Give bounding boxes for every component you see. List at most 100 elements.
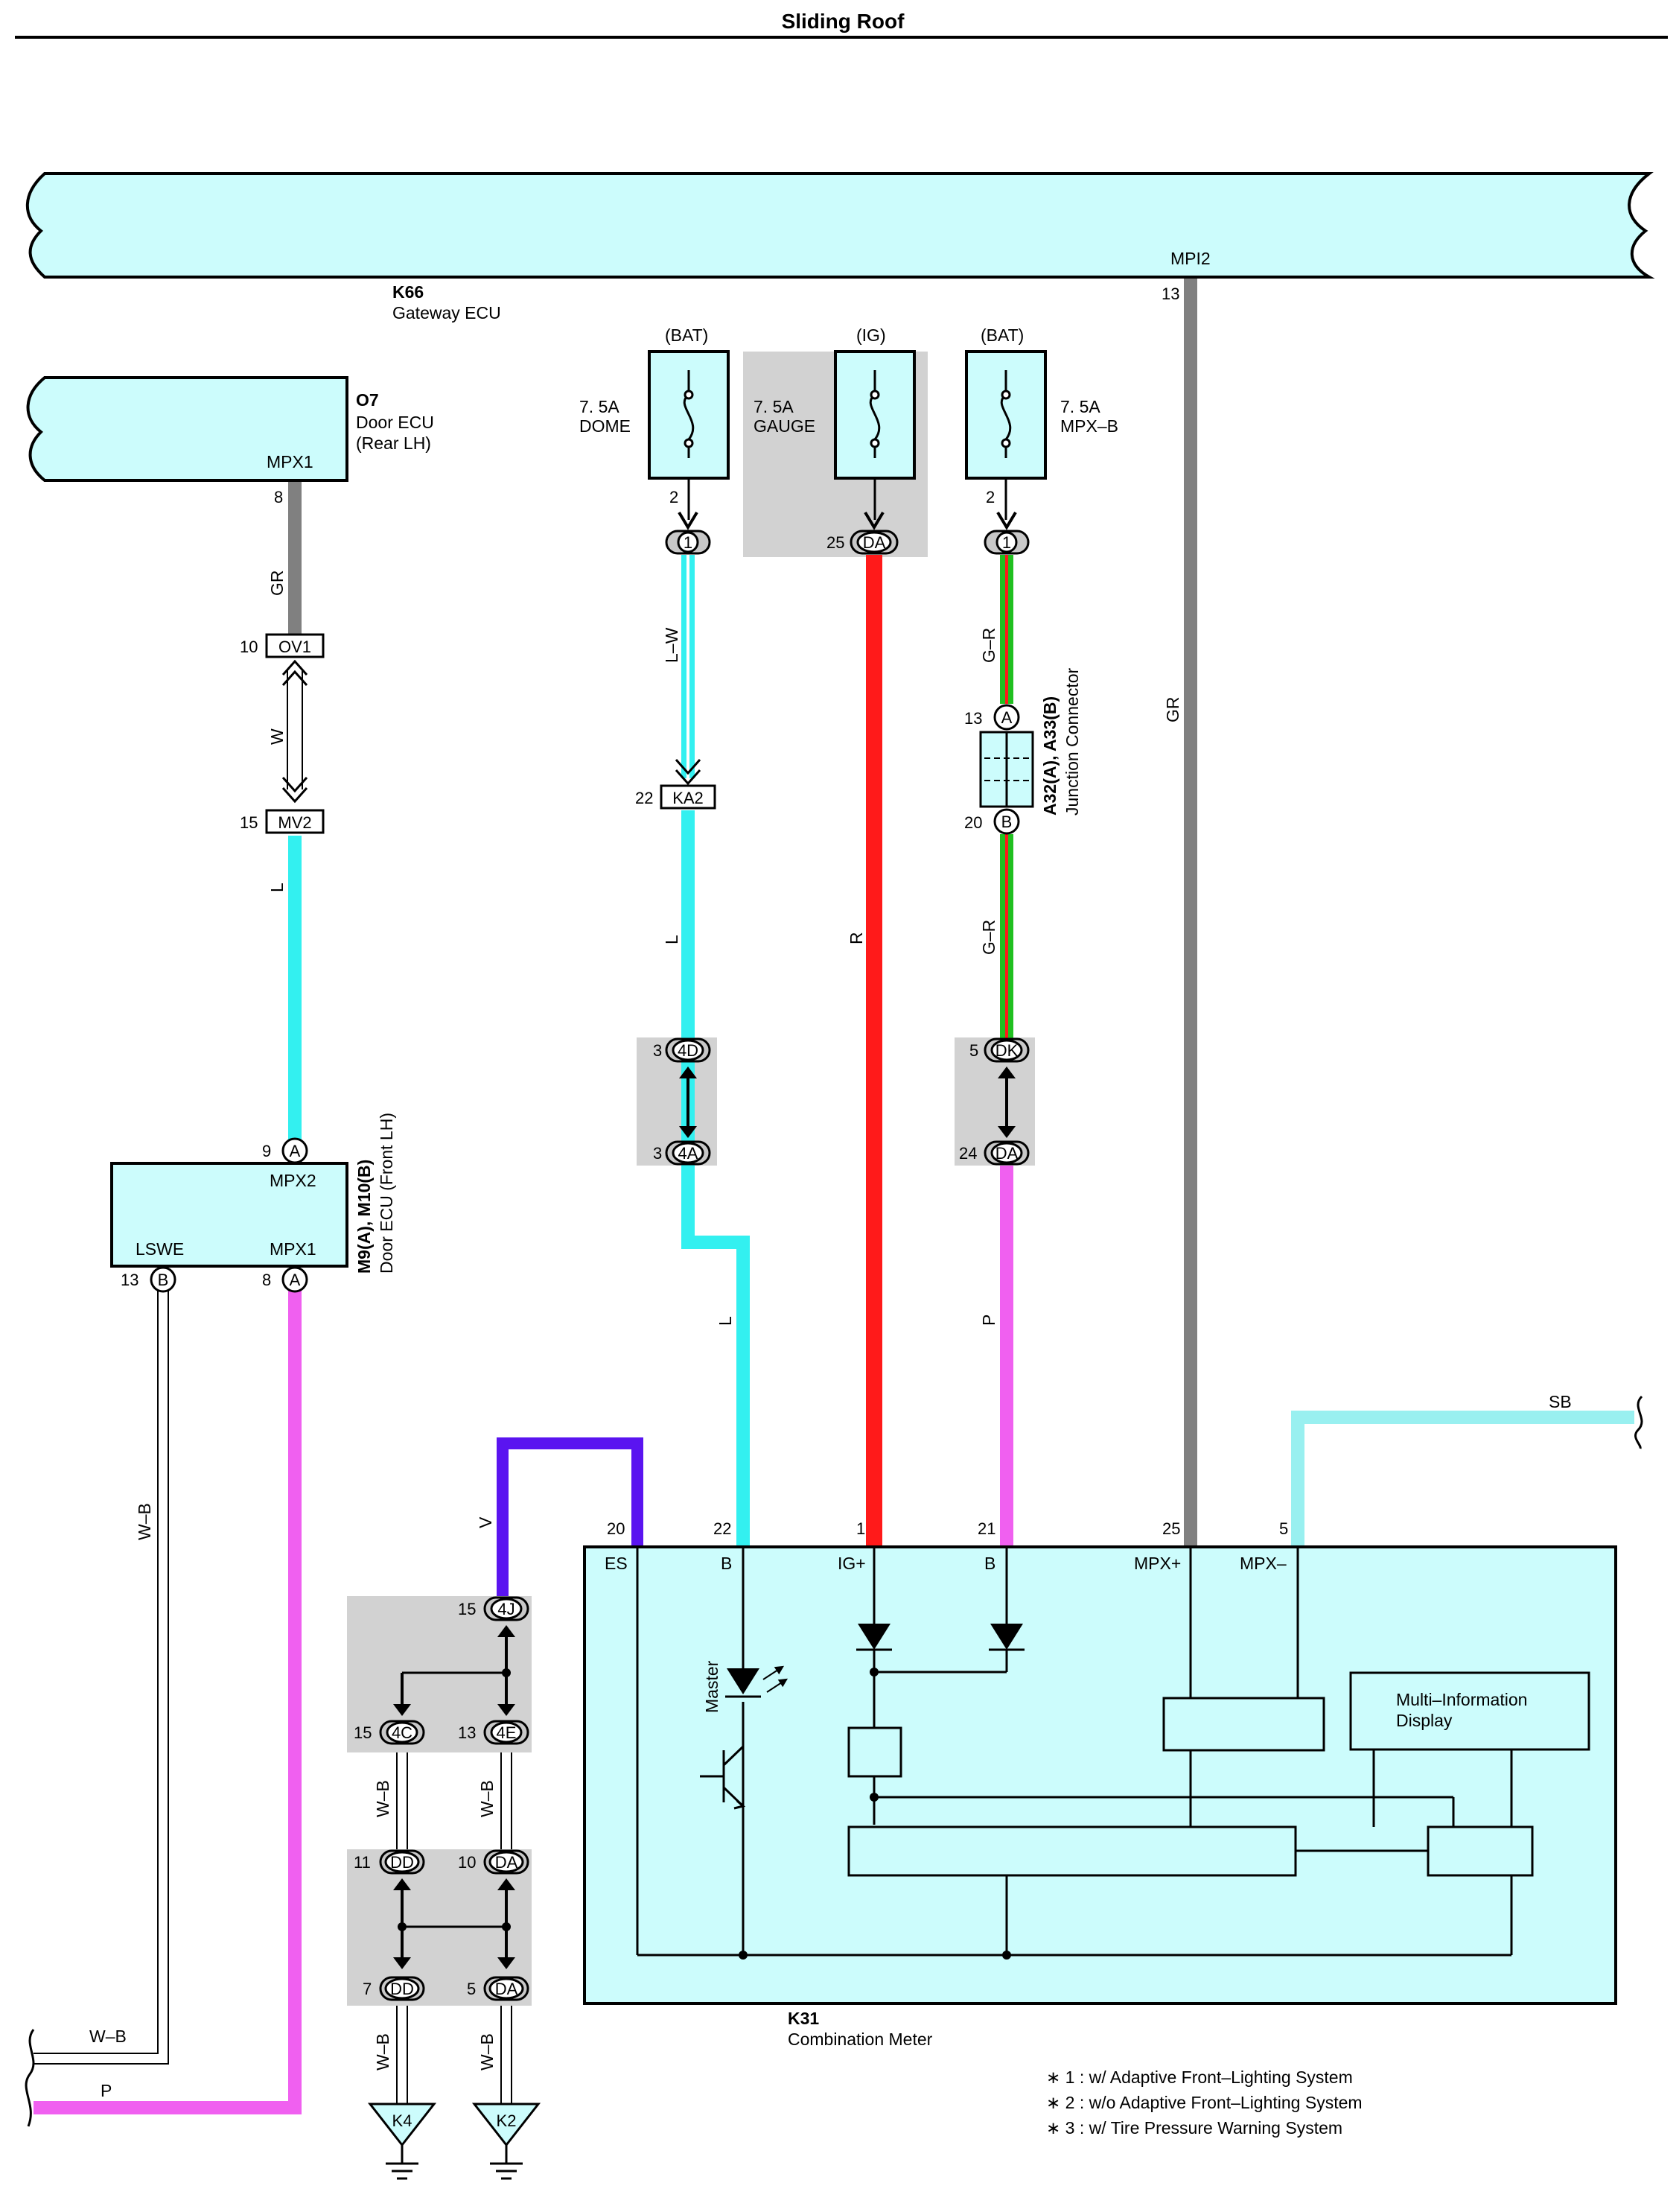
svg-text:W–B: W–B: [477, 1780, 497, 1817]
svg-text:GR: GR: [267, 571, 287, 597]
page-title: Sliding Roof: [782, 10, 905, 33]
meter-internals: [636, 1547, 1590, 1957]
door-ecu-front-box: [110, 1162, 348, 1268]
svg-text:15: 15: [354, 1723, 372, 1742]
svg-text:LSWE: LSWE: [136, 1239, 184, 1259]
svg-text:K2: K2: [497, 2111, 517, 2130]
svg-text:B: B: [721, 1554, 732, 1573]
connector-4j-group: 4J 15 4C 15 4E 13: [354, 1596, 529, 1745]
svg-text:L: L: [716, 1316, 735, 1326]
wires: [34, 277, 1634, 2114]
combination-meter-box: [583, 1545, 1617, 2005]
svg-text:MV2: MV2: [278, 813, 311, 832]
svg-text:20: 20: [607, 1519, 625, 1538]
wire-p-left: [34, 1285, 302, 2114]
svg-text:7: 7: [363, 1980, 372, 1998]
svg-text:W–B: W–B: [89, 2027, 127, 2046]
svg-text:15: 15: [458, 1600, 476, 1618]
wire-l-meter: [681, 810, 750, 1547]
svg-text:A: A: [1001, 708, 1013, 727]
svg-text:4J: 4J: [497, 1600, 514, 1618]
fuse-gauge: (IG) 7. 5A GAUGE: [754, 325, 916, 520]
svg-text:KA2: KA2: [672, 789, 704, 807]
svg-text:25: 25: [826, 533, 844, 552]
door-front-code: M9(A), M10(B): [354, 1160, 374, 1274]
svg-text:15: 15: [240, 813, 258, 832]
master-led: [727, 1668, 759, 1694]
door-rear-pin-no: 8: [274, 488, 283, 506]
connector-ka2: [660, 784, 716, 810]
svg-text:W: W: [267, 728, 287, 745]
junction-terminal-a: [993, 704, 1020, 731]
svg-text:DA: DA: [495, 1853, 518, 1872]
connector-4d-4a: 4D 3 4A 3: [653, 1037, 711, 1166]
svg-text:4A: 4A: [678, 1144, 698, 1163]
master-label: Master: [702, 1660, 721, 1713]
svg-text:GR: GR: [1163, 697, 1182, 723]
door-front-lswe-terminal: [150, 1266, 176, 1293]
svg-text:1: 1: [856, 1519, 865, 1538]
svg-text:L–W: L–W: [662, 627, 681, 663]
svg-text:DA: DA: [995, 1144, 1019, 1163]
svg-text:4C: 4C: [392, 1723, 412, 1742]
svg-text:ES: ES: [605, 1554, 628, 1573]
connector-ov1: [265, 633, 325, 658]
svg-text:OV1: OV1: [278, 638, 311, 656]
svg-text:DK: DK: [995, 1041, 1019, 1060]
svg-text:IG+: IG+: [838, 1554, 866, 1573]
svg-text:B: B: [1001, 813, 1013, 831]
svg-text:L: L: [662, 935, 681, 944]
svg-text:A: A: [290, 1271, 301, 1289]
svg-text:4E: 4E: [497, 1723, 517, 1742]
svg-text:V: V: [476, 1516, 495, 1528]
svg-text:5: 5: [467, 1980, 476, 1998]
meter-name: Combination Meter: [788, 2030, 933, 2049]
svg-text:1: 1: [1002, 533, 1011, 552]
junction-name: Junction Connector: [1062, 667, 1082, 816]
svg-text:8: 8: [262, 1271, 271, 1289]
svg-text:MPX2: MPX2: [270, 1171, 316, 1190]
svg-text:3: 3: [653, 1144, 662, 1163]
svg-text:2: 2: [669, 488, 678, 506]
display-label-2: Display: [1396, 1711, 1453, 1730]
svg-text:21: 21: [978, 1519, 995, 1538]
svg-text:B: B: [158, 1271, 169, 1289]
wire-labels: GR W L W–B W–B P L–W L L R G–R G–R P GR …: [89, 571, 1572, 2101]
door-front-mpx1-terminal: [281, 1266, 308, 1293]
svg-text:5: 5: [969, 1041, 978, 1060]
svg-text:A: A: [290, 1142, 301, 1160]
connector-dk-da: DK 5 DA 24: [959, 1037, 1030, 1166]
svg-text:R: R: [847, 932, 866, 944]
svg-text:G–R: G–R: [979, 628, 998, 663]
wire-sb: [1291, 1411, 1634, 1547]
svg-text:G–R: G–R: [979, 920, 998, 955]
svg-text:24: 24: [959, 1144, 977, 1163]
svg-text:5: 5: [1279, 1519, 1288, 1538]
svg-text:W–B: W–B: [373, 1780, 392, 1817]
svg-text:11: 11: [354, 1853, 371, 1872]
svg-text:7. 5A: 7. 5A: [1060, 397, 1100, 416]
svg-text:MPX1: MPX1: [270, 1239, 316, 1259]
svg-text:∗ 2 : w/o Adaptive Front–Light: ∗ 2 : w/o Adaptive Front–Lighting System: [1046, 2093, 1363, 2112]
ground-k2: K2: [471, 2103, 541, 2180]
gateway-ecu-box: [25, 172, 1655, 279]
door-rear-name1: Door ECU: [356, 413, 434, 432]
fuse-mpx-b: (BAT) 7. 5A MPX–B 2: [965, 325, 1118, 520]
door-rear-code: O7: [356, 390, 379, 410]
svg-text:10: 10: [458, 1853, 476, 1872]
gateway-pin-name: MPI2: [1170, 249, 1211, 268]
fuse-dome: (BAT) 7. 5A DOME 2: [579, 325, 730, 520]
ground-k4: K4: [367, 2103, 437, 2180]
gateway-pin-no: 13: [1162, 285, 1179, 303]
svg-text:7. 5A: 7. 5A: [579, 397, 619, 416]
footnotes: ∗ 1 : w/ Adaptive Front–Lighting System …: [1046, 2068, 1363, 2138]
svg-text:3: 3: [653, 1041, 662, 1060]
svg-text:1: 1: [684, 533, 692, 552]
svg-text:∗ 1 : w/ Adaptive Front–Lighti: ∗ 1 : w/ Adaptive Front–Lighting System: [1046, 2068, 1353, 2087]
svg-text:MPX–: MPX–: [1240, 1554, 1287, 1573]
svg-text:MPX–B: MPX–B: [1060, 416, 1118, 436]
gateway-name: Gateway ECU: [392, 303, 501, 322]
meter-pins: 20 ES 22 B 1 IG+ 21 B 25 MPX+ 5 MPX–: [605, 1519, 1288, 1573]
door-front-mpx2-terminal: [281, 1137, 308, 1164]
